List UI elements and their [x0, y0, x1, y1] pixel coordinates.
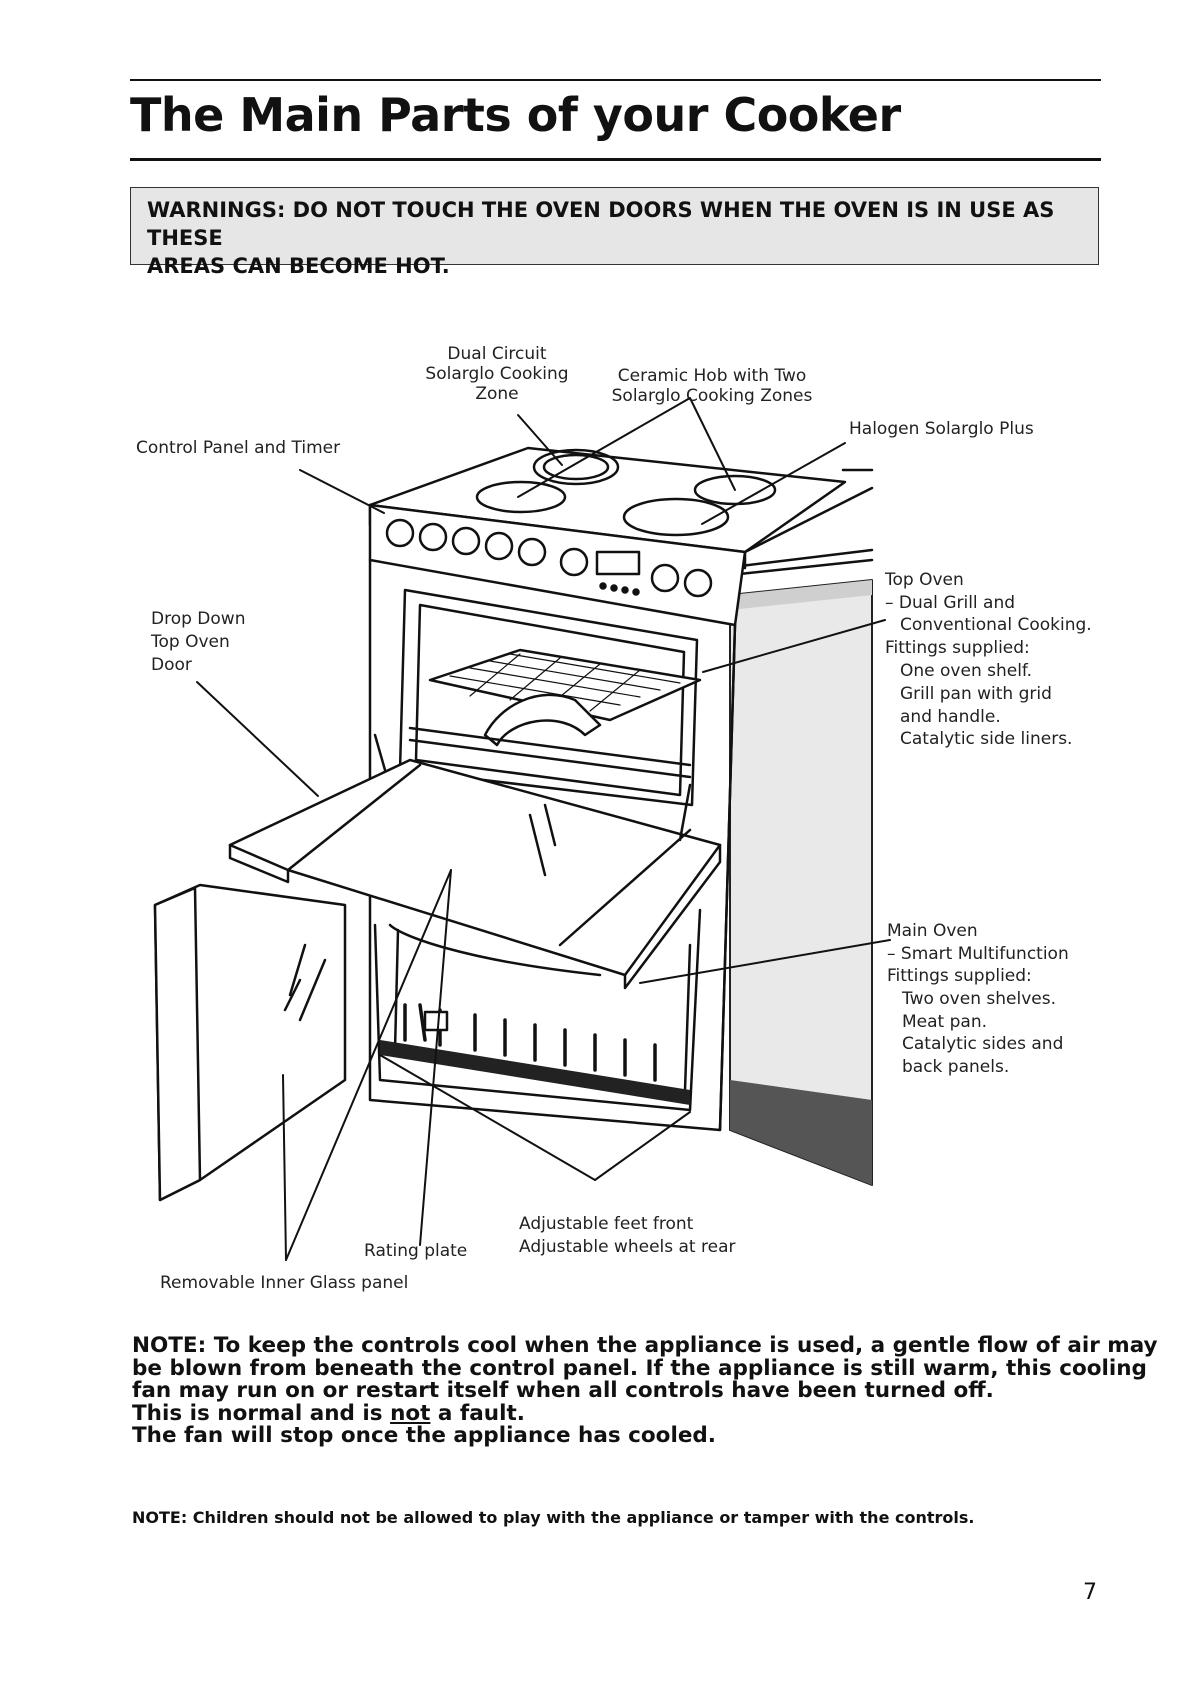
note-cooling-line-1: NOTE: To keep the controls cool when the… [132, 1333, 1158, 1358]
note-children: NOTE: Children should not be allowed to … [132, 1508, 975, 1527]
page-number: 7 [1083, 1580, 1097, 1605]
cooking-zone-left [475, 480, 567, 514]
note-normal-text: This is normal and is [132, 1400, 391, 1426]
label-control-panel: Control Panel and Timer [136, 438, 340, 458]
label-top-oven-3: Conventional Cooking. [900, 615, 1092, 635]
note-cooling-line-3: fan may run on or restart itself when al… [132, 1378, 994, 1403]
note-cooling-line-2: be blown from beneath the control panel.… [132, 1355, 1147, 1381]
label-ceramic-hob-2: Solarglo Cooking Zones [612, 386, 813, 406]
top-rule [130, 79, 1101, 81]
label-top-oven-5: One oven shelf. [900, 661, 1032, 681]
label-rating-plate: Rating plate [364, 1241, 467, 1261]
label-dual-circuit-3: Zone [475, 384, 518, 404]
leader-lines [196, 397, 891, 1261]
label-main-oven-7: back panels. [902, 1057, 1009, 1077]
label-top-oven-8: Catalytic side liners. [900, 729, 1072, 749]
cooker-diagram: Dual Circuit Solarglo Cooking Zone Ceram… [136, 344, 1092, 1293]
label-drop-down-3: Door [151, 655, 192, 675]
label-main-oven-3: Fittings supplied: [887, 966, 1032, 986]
top-oven-cavity [398, 588, 702, 807]
main-oven-vents [403, 1003, 657, 1082]
title-underline [130, 158, 1101, 161]
label-drop-down-1: Drop Down [151, 609, 245, 629]
label-top-oven-2: – Dual Grill and [885, 593, 1015, 613]
warning-line-2: AREAS CAN BECOME HOT. [147, 254, 450, 278]
top-oven-door [228, 733, 722, 990]
label-main-oven-5: Meat pan. [902, 1012, 987, 1032]
label-main-oven-6: Catalytic sides and [902, 1034, 1063, 1054]
label-adjustable-1: Adjustable feet front [519, 1214, 694, 1234]
label-main-oven-4: Two oven shelves. [901, 989, 1056, 1009]
label-dual-circuit-2: Solarglo Cooking [425, 364, 568, 384]
note-cooling-line-4: This is normal and is not a fault. [132, 1400, 1092, 1426]
note-cooling-line-5: The fan will stop once the appliance has… [132, 1423, 716, 1448]
note-fault-text: a fault. [430, 1400, 525, 1426]
label-drop-down-2: Top Oven [150, 632, 230, 652]
label-adjustable-2: Adjustable wheels at rear [519, 1237, 735, 1257]
label-ceramic-hob-1: Ceramic Hob with Two [618, 366, 807, 386]
label-main-oven-2: – Smart Multifunction [887, 944, 1069, 964]
label-top-oven-1: Top Oven [884, 570, 964, 590]
warning-line-1: WARNINGS: DO NOT TOUCH THE OVEN DOORS WH… [147, 198, 1055, 250]
label-main-oven-1: Main Oven [887, 921, 978, 941]
label-dual-circuit-1: Dual Circuit [447, 344, 546, 364]
label-removable-glass: Removable Inner Glass panel [160, 1273, 408, 1293]
main-oven-door [153, 883, 347, 1202]
side-cabinet [722, 468, 874, 1186]
label-top-oven-4: Fittings supplied: [885, 638, 1030, 658]
rating-plate [423, 1010, 449, 1032]
dual-circuit-zone [532, 448, 620, 486]
label-top-oven-6: Grill pan with grid [900, 684, 1052, 704]
note-not-underlined: not [390, 1400, 431, 1426]
control-panel [368, 503, 747, 627]
cooking-zone-right [693, 474, 777, 506]
label-halogen: Halogen Solarglo Plus [849, 419, 1034, 439]
warning-box: WARNINGS: DO NOT TOUCH THE OVEN DOORS WH… [130, 187, 1099, 278]
halogen-zone [622, 497, 730, 537]
page-title: The Main Parts of your Cooker [130, 88, 901, 142]
grill-handle [483, 693, 602, 747]
note-cooling-fan: NOTE: To keep the controls cool when the… [132, 1333, 1158, 1448]
main-oven-cavity [373, 908, 702, 1112]
label-top-oven-7: and handle. [900, 707, 1001, 727]
